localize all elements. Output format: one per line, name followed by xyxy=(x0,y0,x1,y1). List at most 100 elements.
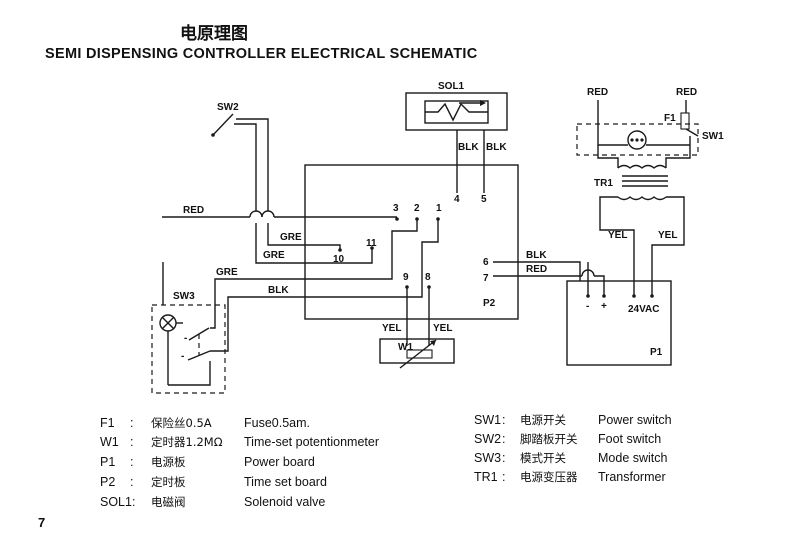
sw1-lamp-icon xyxy=(627,130,647,150)
legend-left-2-sep: : xyxy=(130,455,133,469)
sw1-label: SW1 xyxy=(702,131,724,142)
legend-right-2-cn: 模式开关 xyxy=(520,451,566,465)
wire-sw2-b xyxy=(236,118,269,211)
sw1-lamp-dot-c xyxy=(640,138,644,142)
legend-right-2-sep: : xyxy=(502,451,505,465)
p1-minus-point xyxy=(586,294,590,298)
sw2-label: SW2 xyxy=(217,102,239,113)
legend-left-0-cn: 保险丝0.5A xyxy=(151,416,212,430)
red-label-left-inlet: RED xyxy=(587,87,608,98)
legend-left-0-sep: : xyxy=(130,416,133,430)
wire-yel-left-p1 xyxy=(599,220,635,296)
wire-label-blk-sol-b: BLK xyxy=(486,142,507,153)
wire-gre-2-to-sw3 xyxy=(214,219,418,318)
terminal-10-point xyxy=(338,248,342,252)
legend-left-1-en: Time-set potentionmeter xyxy=(244,435,379,449)
w1-adjust-arrow xyxy=(399,339,437,369)
terminal-5: 5 xyxy=(481,194,487,205)
title-chinese: 电原理图 xyxy=(180,23,248,44)
terminal-3: 3 xyxy=(393,203,399,214)
legend-left-2-code: P1 xyxy=(100,455,115,469)
tr1-secondary-coil xyxy=(617,196,667,201)
sw1-lamp-dot-a xyxy=(630,138,634,142)
wire-blk-6-p1 xyxy=(493,261,581,281)
legend-left-3-sep: : xyxy=(130,475,133,489)
legend-right-1-cn: 脚踏板开关 xyxy=(520,432,578,446)
wire-blk-1-to-sw3 xyxy=(227,219,439,322)
wire-red-7-b xyxy=(594,275,605,296)
sol1-coil-zigzag xyxy=(425,102,488,122)
terminal-10: 10 xyxy=(333,254,345,265)
wire-red-hop-1 xyxy=(249,210,263,218)
wire-tr-sec-left xyxy=(599,196,618,220)
wire-label-yel-8: YEL xyxy=(433,323,452,334)
sw3-lamp-cross-b xyxy=(161,316,175,330)
p1-plus: + xyxy=(601,301,607,312)
terminal-1: 1 xyxy=(436,203,442,214)
wire-label-red-left: RED xyxy=(183,205,204,216)
red-label-right-inlet: RED xyxy=(676,87,697,98)
wire-label-blk-sw3: BLK xyxy=(268,285,289,296)
w1-label: W1 xyxy=(398,342,413,353)
sol1-arrow-icon xyxy=(480,100,486,106)
legend-right-0-cn: 电源开关 xyxy=(520,413,566,427)
terminal-2: 2 xyxy=(414,203,420,214)
sw3-contact-a xyxy=(210,318,216,329)
title-english: SEMI DISPENSING CONTROLLER ELECTRICAL SC… xyxy=(45,46,478,62)
sw3-minus-mark-2: - xyxy=(181,351,184,362)
legend-right-0-sep: : xyxy=(502,413,505,427)
sw2-lever xyxy=(212,113,234,136)
terminal-4: 4 xyxy=(454,194,460,205)
legend-left-2-cn: 电源板 xyxy=(151,455,186,469)
terminal-8: 8 xyxy=(425,272,431,283)
terminal-9: 9 xyxy=(403,272,409,283)
wire-label-yel-9: YEL xyxy=(382,323,401,334)
wire-label-yel-tr-a: YEL xyxy=(608,230,627,241)
wire-inlet-to-tr-left xyxy=(597,145,619,168)
wire-label-red-7: RED xyxy=(526,264,547,275)
wire-tr-sec-right xyxy=(666,196,685,220)
legend-left-1-cn: 定时器1.2MΩ xyxy=(151,435,223,449)
legend-right-3-cn: 电源变压器 xyxy=(520,470,578,484)
legend-right-1-sep: : xyxy=(502,432,505,446)
wire-yel-right-p1 xyxy=(651,220,685,296)
legend-right-0-en: Power switch xyxy=(598,413,672,427)
wire-label-blk-6: BLK xyxy=(526,250,547,261)
wire-red-hop-2 xyxy=(261,210,275,218)
legend-left-3-en: Time set board xyxy=(244,475,327,489)
legend-right-3-sep: : xyxy=(502,470,505,484)
legend-right-3-en: Transformer xyxy=(598,470,666,484)
p1-vac-point-a xyxy=(632,294,636,298)
legend-left-4-code: SOL1: xyxy=(100,495,135,509)
p1-minus: - xyxy=(586,301,589,312)
sw3-label: SW3 xyxy=(173,291,195,302)
legend-left-3-cn: 定时板 xyxy=(151,475,186,489)
p1-label: P1 xyxy=(650,347,663,358)
wire-inlet-to-tr-right xyxy=(665,145,691,168)
w1-potentiometer-box xyxy=(379,338,455,364)
p1-board xyxy=(566,280,672,366)
tr1-label: TR1 xyxy=(594,178,613,189)
sw3-blade-2 xyxy=(187,350,211,361)
legend-right-1-en: Foot switch xyxy=(598,432,661,446)
sw3-contact-b xyxy=(210,322,229,352)
wire-inlet-left xyxy=(597,100,628,146)
sol1-label: SOL1 xyxy=(438,81,465,92)
legend-left-0-en: Fuse0.5am. xyxy=(244,416,310,430)
legend-right: SW1 : 电源开关 Power switch SW2 : 脚踏板开关 Foot… xyxy=(474,413,672,484)
legend-left-4-cn: 电磁阀 xyxy=(151,495,186,509)
sw1-blade xyxy=(685,128,699,137)
terminal-11: 11 xyxy=(366,238,377,249)
wire-sw2-gre-11 xyxy=(255,223,373,264)
terminal-6: 6 xyxy=(483,257,489,268)
p2-label: P2 xyxy=(483,298,496,309)
legend-right-0-code: SW1 xyxy=(474,413,501,427)
wire-label-gre-2: GRE xyxy=(263,250,285,261)
legend-right-2-en: Mode switch xyxy=(598,451,668,465)
legend-left: F1 : 保险丝0.5A Fuse0.5am. W1 : 定时器1.2MΩ Ti… xyxy=(100,416,379,509)
sw3-bottom-lead xyxy=(168,361,211,386)
legend-right-1-code: SW2 xyxy=(474,432,501,446)
wire-sw2-a xyxy=(234,123,257,211)
legend-left-1-code: W1 xyxy=(100,435,119,449)
